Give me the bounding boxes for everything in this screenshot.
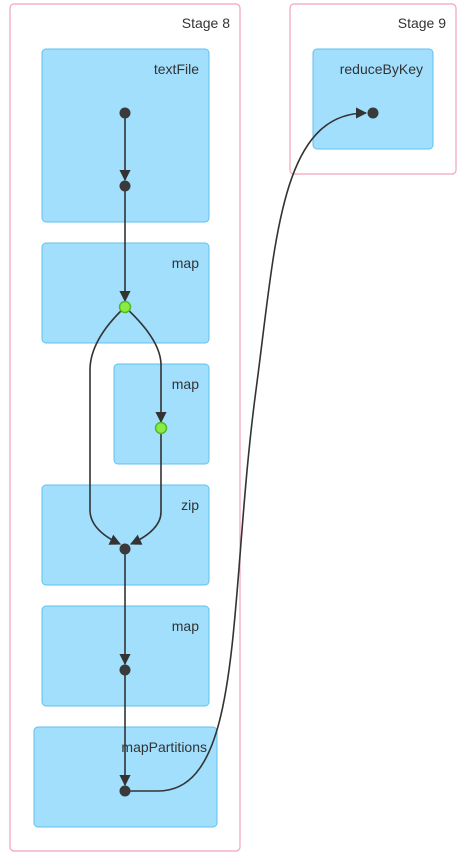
rdd-node-zip[interactable] [119,543,131,555]
edge-mappartitions-to-reducebykey [125,107,368,792]
stage-8-label: Stage 8 [182,15,230,31]
op-map-1-label: map [172,255,199,271]
rdd-nodes [118,107,379,797]
rdd-node-mappartitions[interactable] [119,785,131,797]
edge-map-2-to-zip [129,428,162,545]
edge-map-1-to-map-2 [124,306,167,424]
op-zip-label: zip [181,497,199,513]
stage-9-label: Stage 9 [398,15,446,31]
edge-map-1-to-zip [89,306,126,545]
rdd-node-reducebykey[interactable] [367,107,379,119]
rdd-node-map-3[interactable] [119,664,131,676]
rdd-node-textfile-2[interactable] [119,180,131,192]
op-reducebykey-label: reduceByKey [340,61,423,77]
op-textfile-label: textFile [154,61,199,77]
op-mappartitions-label: mapPartitions [121,739,207,755]
rdd-node-map-2-cached[interactable] [154,421,168,435]
edges [89,107,368,792]
op-map-2-label: map [172,376,199,392]
op-reducebykey-cluster[interactable]: reduceByKey [312,48,434,150]
op-reducebykey-box [312,48,434,150]
op-map-3-label: map [172,618,199,634]
rdd-node-textfile-1[interactable] [119,107,131,119]
rdd-node-map-1-cached[interactable] [118,300,132,314]
